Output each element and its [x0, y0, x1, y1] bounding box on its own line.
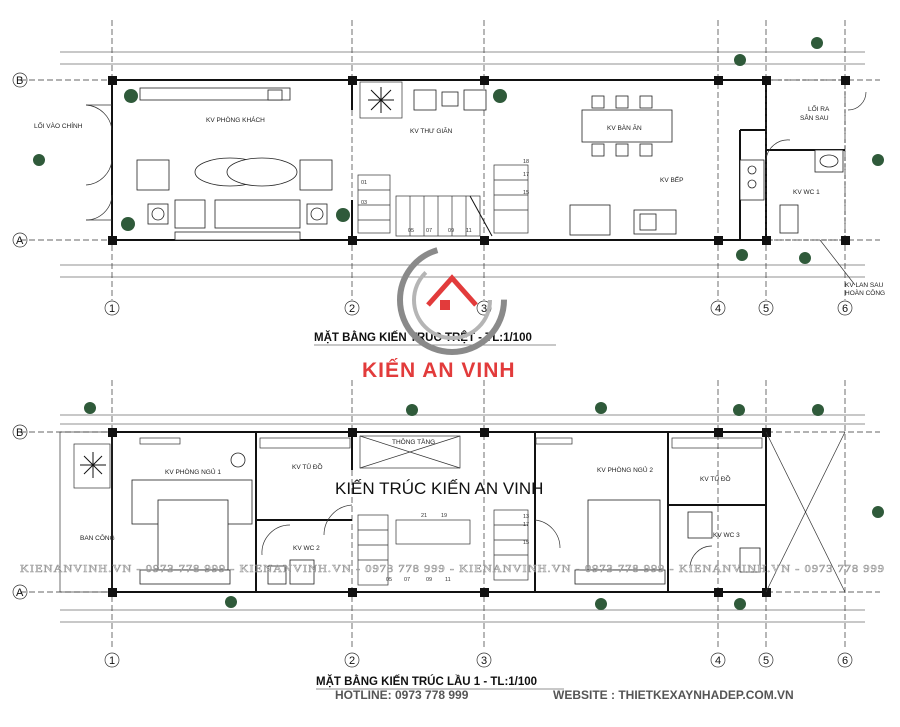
footer-website: WEBSITE : THIETKEXAYNHADEP.COM.VN: [553, 688, 794, 702]
room-label-wc2: KV WC 2: [293, 545, 320, 552]
axis-label: 2: [349, 655, 355, 667]
stair-number: 15: [523, 190, 529, 196]
stair-number: 21: [421, 513, 427, 519]
footer-hotline: HOTLINE: 0973 778 999: [335, 688, 469, 702]
stair-number: 15: [523, 540, 529, 546]
axis-label: 5: [763, 303, 769, 315]
watermark-text: KIENANVINH.VN - 0973 778 999 - KIENANVIN…: [20, 563, 885, 575]
stair-number: 09: [448, 228, 454, 234]
room-label-entrance: LỐI VÀO CHÍNH: [34, 120, 83, 130]
axis-label: 6: [842, 303, 848, 315]
stair-number: 07: [426, 228, 432, 234]
axis-markers-ground: B A 1 2 3 4 5 6: [12, 72, 853, 316]
room-label-relax: KV THƯ GIÃN: [410, 126, 453, 135]
room-label-wardrobe1: KV TỦ ĐỒ: [292, 461, 323, 471]
ground-stair: 01 03 05 07 09 11 15 17 18: [357, 159, 529, 237]
stair-number: 18: [523, 159, 529, 165]
ground-floor-title: MẶT BẰNG KIẾN TRÚC TRỆT - TL:1/100: [314, 331, 532, 344]
axis-label: 4: [715, 303, 721, 315]
stair-number: 17: [523, 522, 529, 528]
stair-number: 11: [445, 577, 451, 583]
room-label-wardrobe2: KV TỦ ĐỒ: [700, 473, 731, 483]
room-label-kitchen: KV BẾP: [660, 174, 683, 184]
axis-label: A: [16, 587, 24, 599]
stair-number: 17: [523, 172, 529, 178]
stair-number: 05: [408, 228, 414, 234]
axis-label: A: [16, 235, 24, 247]
room-label-exit: LỐI RA: [808, 103, 830, 113]
first-floor-title: MẶT BẰNG KIẾN TRÚC LẦU 1 - TL:1/100: [316, 675, 537, 688]
room-label-balcony: BAN CÔNG: [80, 533, 115, 542]
room-label-skylight-line2: HOÀN CÔNG: [845, 288, 885, 297]
room-label-skylight: KV LAN SAU: [845, 282, 884, 289]
axis-label: 1: [109, 655, 115, 667]
axis-label: 5: [763, 655, 769, 667]
stair-number: 07: [404, 577, 410, 583]
room-label-exit-line2: SÂN SAU: [800, 113, 829, 122]
axis-label: 3: [481, 303, 487, 315]
stair-number: 05: [386, 577, 392, 583]
room-label-living: KV PHÒNG KHÁCH: [206, 115, 265, 124]
ground-floor-plan: 01 03 05 07 09 11 15 17 18 LỐI V: [12, 20, 885, 346]
room-label-wc1: KV WC 1: [793, 189, 820, 196]
first-floor-plan: 21 19 17 15 13 05 07 09 11 BAN CÔNG KV P…: [12, 380, 884, 690]
stair-number: 03: [361, 200, 367, 206]
axis-label: 6: [842, 655, 848, 667]
axis-label: B: [16, 75, 23, 87]
room-label-dining: KV BÀN ĂN: [607, 123, 642, 132]
room-label-bedroom1: KV PHÒNG NGỦ 1: [165, 467, 221, 476]
stair-number: 13: [523, 514, 529, 520]
first-floor-stair: 21 19 17 15 13 05 07 09 11: [357, 509, 529, 586]
axis-label: 2: [349, 303, 355, 315]
stair-number: 01: [361, 180, 367, 186]
brand-logo-text: KIẾN AN VINH: [362, 359, 516, 382]
axis-label: 1: [109, 303, 115, 315]
room-label-bedroom2: KV PHÒNG NGỦ 2: [597, 465, 653, 474]
axis-label: 3: [481, 655, 487, 667]
axis-label: B: [16, 427, 23, 439]
stair-number: 11: [466, 228, 472, 234]
axis-markers-first: B A 1 2 3 4 5 6: [12, 424, 853, 668]
brand-overlay-text: KIẾN TRÚC KIẾN AN VINH: [335, 479, 543, 498]
brand-logo: KIẾN AN VINH: [362, 245, 516, 382]
room-label-wc3: KV WC 3: [713, 532, 740, 539]
stair-number: 09: [426, 577, 432, 583]
stair-number: 19: [441, 513, 447, 519]
axis-label: 4: [715, 655, 721, 667]
room-label-void: THÔNG TẦNG: [392, 436, 435, 446]
